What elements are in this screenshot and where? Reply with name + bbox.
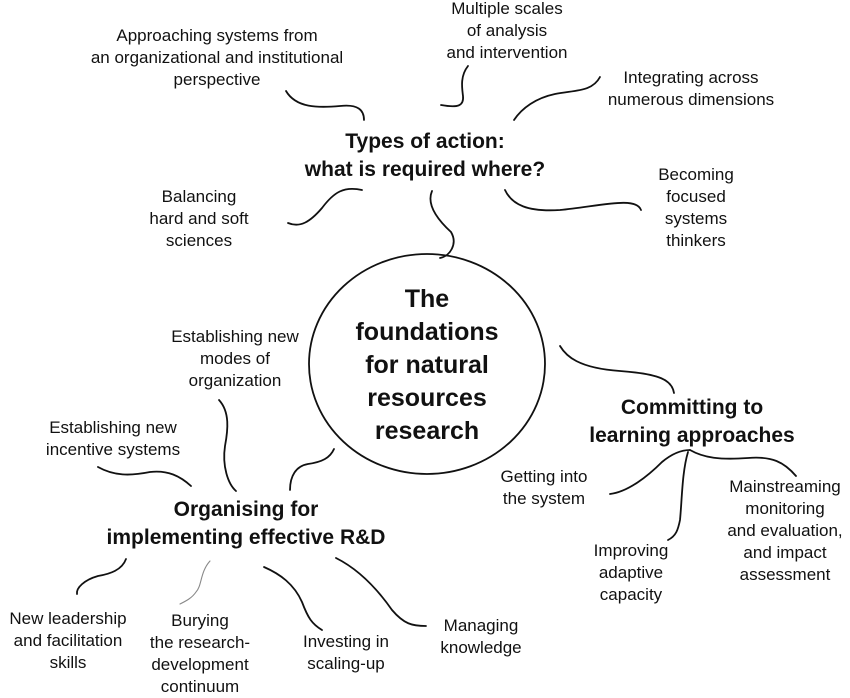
leaf-line: and evaluation, [727,521,843,540]
leaf-line: scaling-up [307,654,385,673]
leaf-line: numerous dimensions [607,90,775,109]
connector-center-to-committing [559,345,675,394]
connector-mainstreaming [689,449,797,477]
leaf-line: Investing in [303,632,389,651]
leaf-improving-adaptive-capacity: Improving adaptive capacity [594,540,669,606]
leaf-line: development [151,655,249,674]
leaf-integrating: Integrating across numerous dimensions [608,67,774,111]
connector-multiple-scales [440,65,469,108]
connector-integrating [513,76,601,121]
leaf-line: Approaching systems from [116,26,318,45]
connector-improving [667,451,689,541]
connector-getting-into [609,449,691,495]
leaf-investing-scaling-up: Investing in scaling-up [303,631,389,675]
leaf-line: thinkers [666,231,726,250]
leaf-line: monitoring [745,499,825,518]
leaf-line: perspective [173,70,261,89]
leaf-line: incentive systems [45,440,181,459]
leaf-line: Integrating across [623,68,759,87]
leaf-line: Establishing new [171,327,299,346]
leaf-managing-knowledge: Managing knowledge [440,615,521,659]
connector-approaching [285,90,365,121]
leaf-line: and intervention [446,43,568,62]
center-line: foundations [355,318,499,346]
connector-investing [263,566,323,631]
leaf-multiple-scales: Multiple scales of analysis and interven… [447,0,568,64]
connector-modes [218,399,237,492]
leaf-line: of analysis [466,21,548,40]
connector-burying [179,560,211,605]
hub-line: Types of action: [345,130,505,153]
hub-line: Committing to [620,396,764,419]
center-line: resources [367,384,487,412]
leaf-line: assessment [739,565,831,584]
leaf-line: organization [188,371,282,390]
leaf-line: Multiple scales [451,0,563,18]
center-line: The [404,285,450,313]
center-line: for natural [365,351,489,379]
leaf-getting-into-system: Getting into the system [501,466,588,510]
connector-managing [335,557,427,627]
leaf-line: hard and soft [149,209,249,228]
leaf-line: and facilitation [13,631,123,650]
connector-types-to-center [429,190,455,259]
leaf-line: Burying [171,611,229,630]
leaf-line: continuum [160,677,240,696]
leaf-line: Balancing [161,187,237,206]
hub-line: learning approaches [589,424,795,447]
center-line: research [374,417,480,445]
leaf-line: systems [664,209,728,228]
leaf-approaching-systems: Approaching systems from an organization… [91,25,343,91]
center-circle [308,253,546,475]
center-node: The foundations for natural resources re… [355,283,498,448]
leaf-line: focused [666,187,726,206]
leaf-line: sciences [165,231,233,250]
leaf-line: Managing [443,616,519,635]
leaf-line: an organizational and institutional [90,48,344,67]
leaf-line: Improving [593,541,669,560]
connector-center-to-organising [289,448,335,491]
leaf-line: Mainstreaming [729,477,841,496]
leaf-line: and impact [743,543,827,562]
connector-leadership [76,558,127,595]
leaf-line: Getting into [500,467,588,486]
connector-balancing [287,187,363,226]
hub-committing-to-learning: Committing to learning approaches [589,394,794,450]
leaf-line: the research- [149,633,251,652]
leaf-burying-continuum: Burying the research- development contin… [150,610,250,698]
hub-types-of-action: Types of action: what is required where? [305,128,545,184]
leaf-line: Establishing new [49,418,177,437]
leaf-line: New leadership [9,609,127,628]
leaf-line: Becoming [658,165,734,184]
leaf-mainstreaming-monitoring: Mainstreaming monitoring and evaluation,… [727,476,842,586]
leaf-line: modes of [200,349,270,368]
connector-becoming [504,189,642,212]
hub-line: implementing effective R&D [106,526,386,549]
leaf-line: the system [502,489,586,508]
leaf-new-modes-of-organization: Establishing new modes of organization [171,326,299,392]
hub-organising-for-rd: Organising for implementing effective R&… [107,496,386,552]
leaf-new-leadership: New leadership and facilitation skills [9,608,126,674]
leaf-line: adaptive [598,563,664,582]
connector-incentive [97,466,192,487]
leaf-line: skills [49,653,87,672]
hub-line: Organising for [173,498,319,521]
leaf-line: knowledge [440,638,522,657]
leaf-new-incentive-systems: Establishing new incentive systems [46,417,180,461]
leaf-line: capacity [599,585,663,604]
hub-line: what is required where? [304,158,546,181]
leaf-becoming-systems-thinkers: Becoming focused systems thinkers [658,164,734,252]
leaf-balancing: Balancing hard and soft sciences [149,186,248,252]
